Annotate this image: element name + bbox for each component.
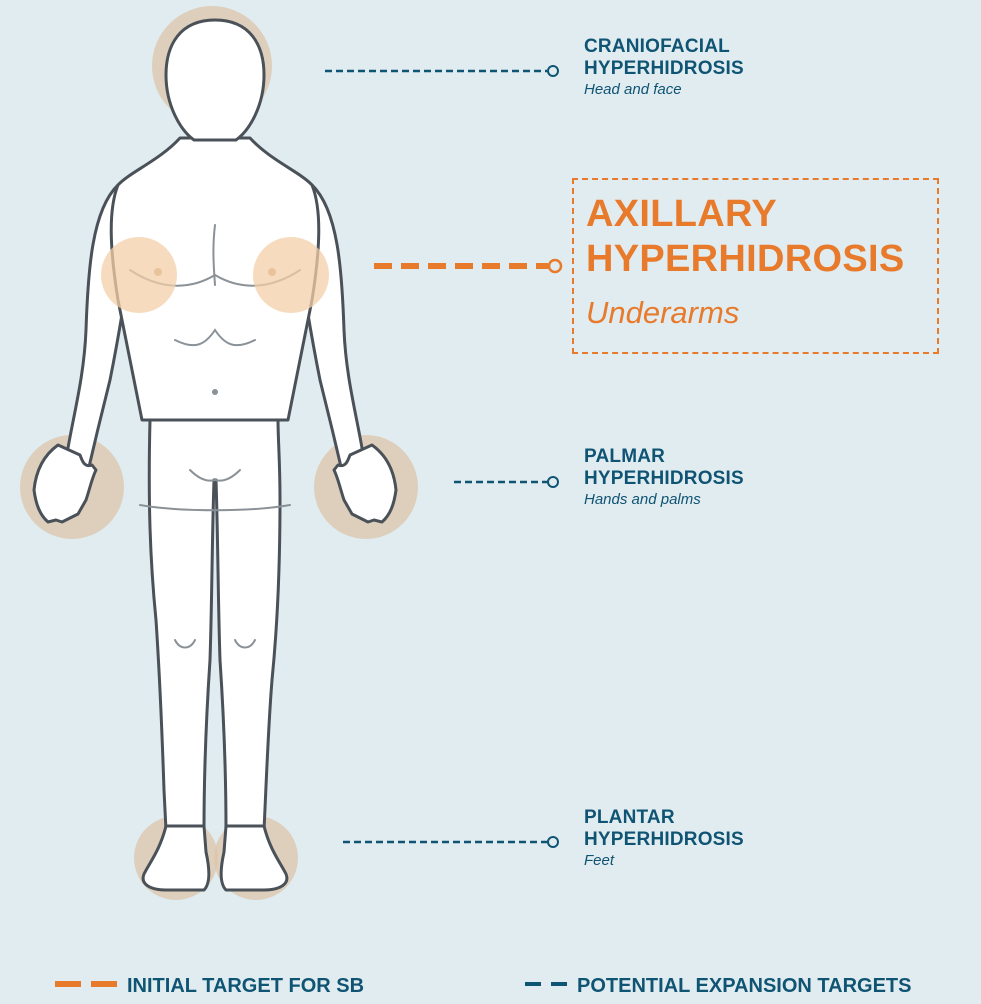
legend-initial-swatch <box>55 981 119 987</box>
head <box>166 20 264 140</box>
callout-craniofacial: CRANIOFACIAL HYPERHIDROSIS Head and face <box>584 36 744 100</box>
callout-plantar: PLANTAR HYPERHIDROSIS Feet <box>584 807 744 871</box>
right-underarm-highlight <box>253 237 329 313</box>
callout-axillary: AXILLARY HYPERHIDROSIS Underarms <box>572 178 939 354</box>
palmar-title: PALMAR HYPERHIDROSIS <box>584 446 744 490</box>
legend-expansion: POTENTIAL EXPANSION TARGETS <box>525 974 911 998</box>
legend-expansion-label: POTENTIAL EXPANSION TARGETS <box>577 975 911 997</box>
callout-palmar: PALMAR HYPERHIDROSIS Hands and palms <box>584 446 744 510</box>
left-underarm-highlight <box>101 237 177 313</box>
craniofacial-leader-dot <box>548 66 558 76</box>
axillary-leader-dot <box>549 260 561 272</box>
craniofacial-title: CRANIOFACIAL HYPERHIDROSIS <box>584 36 744 80</box>
axillary-title: AXILLARY HYPERHIDROSIS <box>586 192 905 282</box>
plantar-subtitle: Feet <box>584 851 744 871</box>
plantar-leader-dot <box>548 837 558 847</box>
palmar-subtitle: Hands and palms <box>584 490 744 510</box>
legend-expansion-swatch <box>525 982 569 986</box>
craniofacial-subtitle: Head and face <box>584 80 744 100</box>
legend-initial-label: INITIAL TARGET FOR SB <box>127 975 364 997</box>
plantar-title: PLANTAR HYPERHIDROSIS <box>584 807 744 851</box>
navel <box>212 389 218 395</box>
legs <box>149 420 280 830</box>
human-figure <box>34 20 396 890</box>
axillary-subtitle: Underarms <box>586 295 739 331</box>
legend-initial: INITIAL TARGET FOR SB <box>55 974 364 998</box>
palmar-leader-dot <box>548 477 558 487</box>
